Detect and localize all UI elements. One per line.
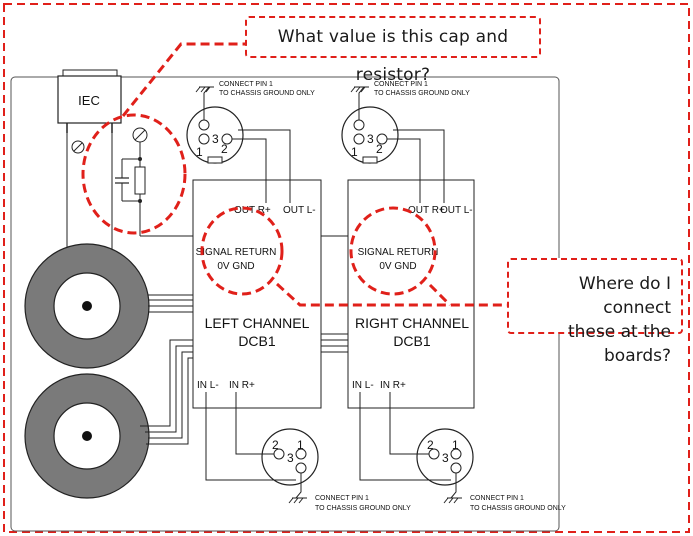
callout-top-text: What value is this cap and resistor? <box>277 27 509 85</box>
leader-top-callout <box>121 42 245 117</box>
callout-right-line-1: Where do I connect <box>578 274 671 318</box>
right-out-chassis-note-2: TO CHASSIS GROUND ONLY <box>374 90 470 97</box>
xlr-input-right: 2 1 3 <box>416 428 474 486</box>
right-channel-name: RIGHT CHANNEL <box>355 315 469 331</box>
left-channel-model: DCB1 <box>238 333 276 349</box>
input-xlr-wires <box>205 392 457 499</box>
left-out-neg-label: OUT L- <box>283 205 316 216</box>
xlr-out-left-pin2: 2 <box>221 142 228 156</box>
output-xlr-wires <box>203 86 445 203</box>
left-in-chassis-note-1: CONNECT PIN 1 <box>315 495 369 502</box>
transformer-secondary-wires <box>140 294 193 445</box>
toroid-transformer-bottom <box>24 373 150 499</box>
capacitor <box>115 177 129 201</box>
annotation-marks <box>81 42 507 307</box>
left-channel-name: LEFT CHANNEL <box>205 315 310 331</box>
right-in-chassis-note-2: TO CHASSIS GROUND ONLY <box>470 505 566 512</box>
xlr-in-left-pin2: 2 <box>272 438 279 452</box>
leader-right-callout <box>275 282 507 307</box>
xlr-input-left: 2 1 3 <box>261 428 319 486</box>
xlr-output-left: 3 1 2 <box>186 106 244 164</box>
outer-dashed-border <box>3 3 690 533</box>
xlr-out-right-pin2: 2 <box>376 142 383 156</box>
xlr-in-right-pin1: 1 <box>452 438 459 452</box>
xlr-out-right-pin1: 1 <box>351 145 358 159</box>
leader-right-callout-2 <box>428 283 452 307</box>
left-gnd-label: 0V GND <box>217 261 254 272</box>
inter-board-wires <box>321 333 348 353</box>
ground-screw-left <box>71 140 85 154</box>
resistor <box>134 166 146 201</box>
ground-screw-right <box>132 127 148 143</box>
iec-inlet: IEC <box>57 69 122 133</box>
xlr-in-left-pin1: 1 <box>297 438 304 452</box>
right-signal-return-label: SIGNAL RETURN <box>358 247 439 258</box>
annotation-circle-right-return <box>349 206 437 296</box>
right-in-pos-label: IN R+ <box>380 380 406 391</box>
left-out-chassis-note-1: CONNECT PIN 1 <box>219 81 273 88</box>
left-in-pos-label: IN R+ <box>229 380 255 391</box>
right-in-chassis-note-1: CONNECT PIN 1 <box>470 495 524 502</box>
toroid-transformer-top <box>24 243 150 369</box>
right-out-chassis-note-1: CONNECT PIN 1 <box>374 81 428 88</box>
right-channel-board: OUT R+ OUT L- SIGNAL RETURN 0V GND RIGHT… <box>347 179 475 409</box>
annotation-circle-left-return <box>200 206 284 296</box>
left-in-chassis-note-2: TO CHASSIS GROUND ONLY <box>315 505 411 512</box>
annotation-circle-rc <box>81 113 187 235</box>
xlr-in-right-pin2: 2 <box>427 438 434 452</box>
right-out-neg-label: OUT L- <box>440 205 473 216</box>
iec-label: IEC <box>78 93 100 108</box>
left-out-pos-label: OUT R+ <box>234 205 271 216</box>
right-channel-model: DCB1 <box>393 333 431 349</box>
left-signal-return-label: SIGNAL RETURN <box>196 247 277 258</box>
xlr-in-right-pin3: 3 <box>442 451 449 465</box>
xlr-out-left-pin1: 1 <box>196 145 203 159</box>
xlr-out-right-pin3: 3 <box>367 132 374 146</box>
callout-connection-question: Where do I connect these at the boards? <box>507 258 683 366</box>
left-in-neg-label: IN L- <box>197 380 219 391</box>
xlr-in-left-pin3: 3 <box>287 451 294 465</box>
left-out-chassis-note-2: TO CHASSIS GROUND ONLY <box>219 90 315 97</box>
right-gnd-label: 0V GND <box>379 261 416 272</box>
right-in-neg-label: IN L- <box>352 380 374 391</box>
chassis-ground-symbol <box>195 86 369 93</box>
callout-right-line-2: these at the boards? <box>567 322 671 366</box>
left-channel-board: OUT R+ OUT L- SIGNAL RETURN 0V GND LEFT … <box>192 179 322 409</box>
callout-cap-resistor-question: What value is this cap and resistor? <box>245 16 541 85</box>
right-out-pos-label: OUT R+ <box>408 205 445 216</box>
rc-network <box>121 142 142 178</box>
xlr-out-left-pin3: 3 <box>212 132 219 146</box>
xlr-output-right: 3 1 2 <box>341 106 399 164</box>
chassis-ground-symbol-bottom <box>288 497 462 504</box>
